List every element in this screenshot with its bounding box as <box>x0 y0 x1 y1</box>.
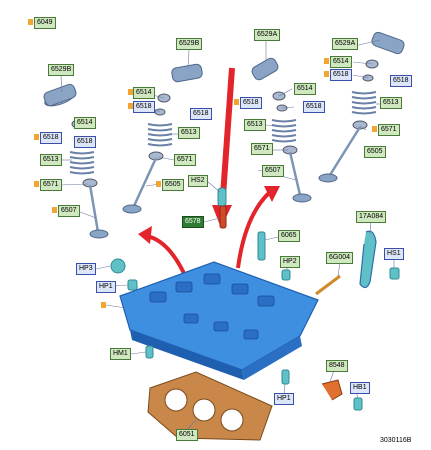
orange-tab-6518-b <box>128 103 133 109</box>
callout-6529A-b: 6529A <box>332 38 359 50</box>
callout-6G004: 6G004 <box>326 252 354 264</box>
callout-HP1-a: HP1 <box>96 281 116 293</box>
callout-6518-b: 6518 <box>133 101 155 113</box>
orange-tab-6507-a <box>52 207 57 213</box>
cylinder-head <box>119 261 319 380</box>
callout-6518-h: 6518 <box>390 75 412 87</box>
orange-tab-6514-b <box>128 89 133 95</box>
callout-6514-b: 6514 <box>133 87 155 99</box>
head-gasket <box>147 371 273 441</box>
callout-6529A-a: 6529A <box>254 29 281 41</box>
callout-6514-d: 6514 <box>330 56 352 68</box>
callout-HS1: HS1 <box>384 248 404 260</box>
callout-HM1: HM1 <box>110 348 131 360</box>
valve-assembly-3 <box>251 57 312 203</box>
callout-HS2: HS2 <box>188 175 208 187</box>
callout-6571-c: 6571 <box>251 143 273 155</box>
callout-6518-c: 6518 <box>190 108 212 120</box>
callout-HP1-b: HP1 <box>274 393 294 405</box>
callout-6513-b: 6513 <box>178 127 200 139</box>
orange-tab-6571-a <box>34 181 39 187</box>
callout-6513-d: 6513 <box>380 97 402 109</box>
callout-6518-g: 6518 <box>330 69 352 81</box>
callout-6507-b: 6507 <box>262 165 284 177</box>
callout-6571-a: 6571 <box>40 179 62 191</box>
valve-assembly-4 <box>318 31 405 183</box>
callout-6507-a: 6507 <box>58 205 80 217</box>
callout-6518-f: 6518 <box>303 101 325 113</box>
orange-tab-6514-d <box>324 58 329 64</box>
callout-6513-c: 6513 <box>244 119 266 131</box>
callout-6049: 6049 <box>34 17 56 29</box>
orange-tab-6518-e <box>34 134 39 140</box>
callout-6518-e: 6518 <box>40 132 62 144</box>
callout-6571-d: 6571 <box>378 124 400 136</box>
small-parts <box>110 187 400 411</box>
orange-tab-6518-g <box>324 71 329 77</box>
callout-6578: 6578 <box>182 216 204 228</box>
orange-tab-6049 <box>28 19 33 25</box>
orange-tab-6518-c <box>234 99 239 105</box>
orange-tab-plain <box>101 302 106 308</box>
callout-6505-b: 6505 <box>364 146 386 158</box>
callout-6518-a: 6518 <box>74 136 96 148</box>
callout-6513-a: 6513 <box>40 154 62 166</box>
callout-8548: 8548 <box>326 360 348 372</box>
callout-17A084: 17A084 <box>356 211 387 223</box>
callout-6505-a: 6505 <box>162 179 184 191</box>
callout-HP2: HP2 <box>280 256 300 268</box>
callout-6571-b: 6571 <box>174 154 196 166</box>
callout-HB1: HB1 <box>350 382 370 394</box>
orange-tab-6505-a <box>156 181 161 187</box>
callout-HP3: HP3 <box>76 263 96 275</box>
callout-6514-a: 6514 <box>74 117 96 129</box>
callout-6518-d: 6518 <box>240 97 262 109</box>
callout-6065: 6065 <box>278 230 300 242</box>
orange-tab-6571-c <box>372 126 377 132</box>
callout-6529B-b: 6529B <box>176 38 203 50</box>
callout-6529B-a: 6529B <box>48 64 75 76</box>
drawing-code: 3030116B <box>380 437 412 444</box>
callout-6514-c: 6514 <box>294 83 316 95</box>
callout-6051: 6051 <box>176 429 198 441</box>
